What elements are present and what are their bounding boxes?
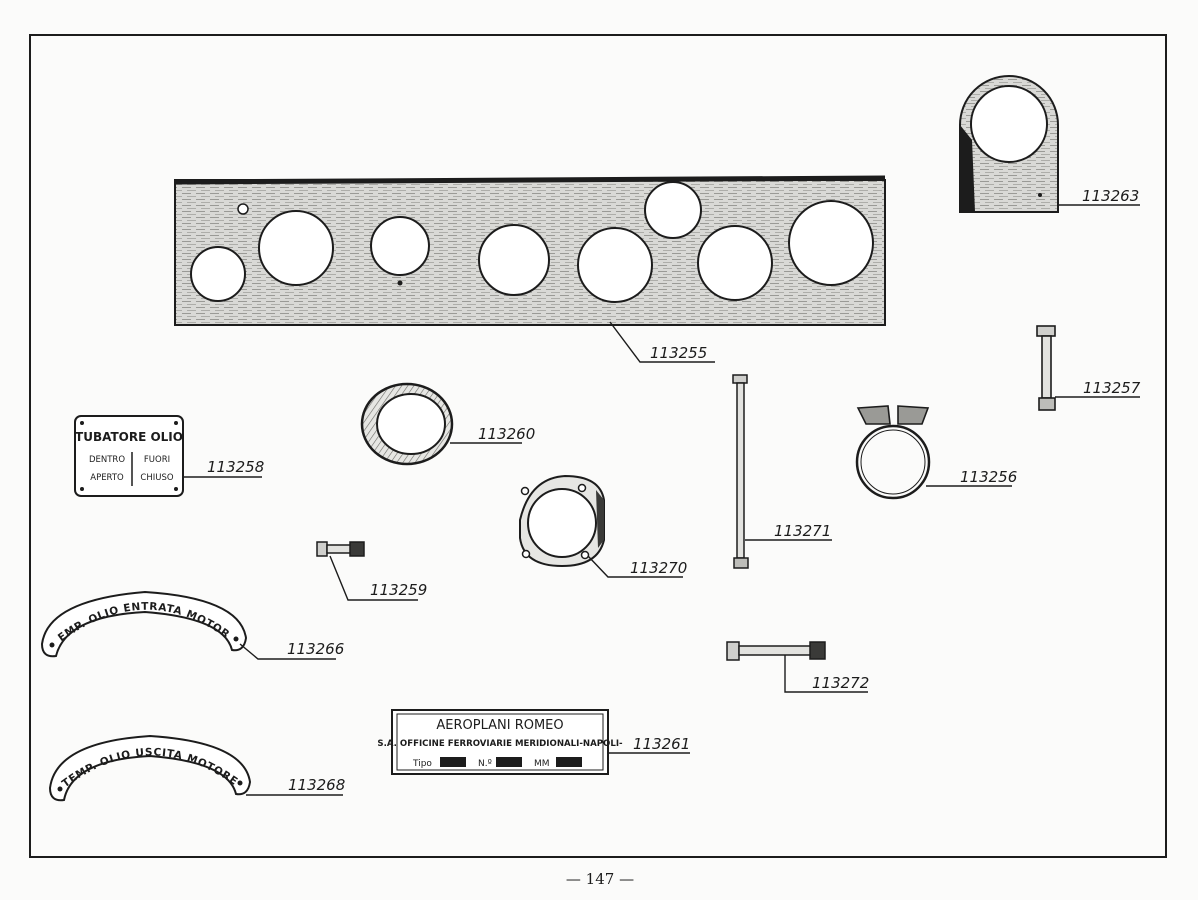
- maker-plate-field-number: N.º: [478, 759, 492, 769]
- gauge-shroud: [959, 75, 1059, 213]
- maker-plate-field-tipo: Tipo: [412, 759, 432, 769]
- long-rod: [732, 374, 749, 569]
- label-113260: 113260: [478, 425, 535, 443]
- label-113259: 113259: [370, 581, 427, 599]
- label-113268: 113268: [288, 776, 345, 794]
- label-113255: 113255: [650, 344, 707, 362]
- label-113272: 113272: [812, 674, 869, 692]
- label-113266: 113266: [287, 640, 344, 658]
- maker-plate-subtitle: S.A. OFFICINE FERROVIARIE MERIDIONALI-NA…: [377, 739, 623, 749]
- oil-plate-row1-right: FUORI: [144, 455, 170, 465]
- gauge-bracket: [519, 474, 605, 568]
- bolt-vertical-small: [1036, 325, 1056, 411]
- maker-plate-field-mm: MM: [534, 759, 550, 769]
- label-113258: 113258: [207, 458, 264, 476]
- oil-plate-title: TUBATORE OLIO: [75, 430, 183, 444]
- label-113256: 113256: [960, 468, 1017, 486]
- bolt-short: [316, 541, 365, 557]
- label-113257: 113257: [1083, 379, 1141, 397]
- label-113271: 113271: [774, 522, 831, 540]
- page-frame: [29, 34, 1167, 858]
- label-113270: 113270: [630, 559, 687, 577]
- oil-plate-row1-left: DENTRO: [89, 455, 125, 465]
- arc-plate-inlet: TEMP. OLIO ENTRATA MOTORE: [0, 0, 248, 658]
- bolt-horizontal: [726, 641, 826, 661]
- maker-plate-title: AEROPLANI ROMEO: [436, 718, 563, 733]
- oil-plate-row2-right: CHIUSO: [140, 473, 173, 483]
- oil-valve-plate: TUBATORE OLIO DENTRO FUORI APERTO CHIUSO: [74, 415, 184, 497]
- arc-plate-outlet: TEMP. OLIO USCITA MOTORE: [48, 734, 252, 802]
- label-113263: 113263: [1082, 187, 1139, 205]
- instrument-panel: [174, 175, 886, 326]
- pipe-clamp: [855, 405, 931, 500]
- gauge-ring: [360, 382, 454, 466]
- oil-plate-row2-left: APERTO: [90, 473, 124, 483]
- page-number: — 147 —: [566, 870, 634, 888]
- maker-plate: AEROPLANI ROMEO S.A. OFFICINE FERROVIARI…: [377, 709, 623, 775]
- label-113261: 113261: [633, 735, 690, 753]
